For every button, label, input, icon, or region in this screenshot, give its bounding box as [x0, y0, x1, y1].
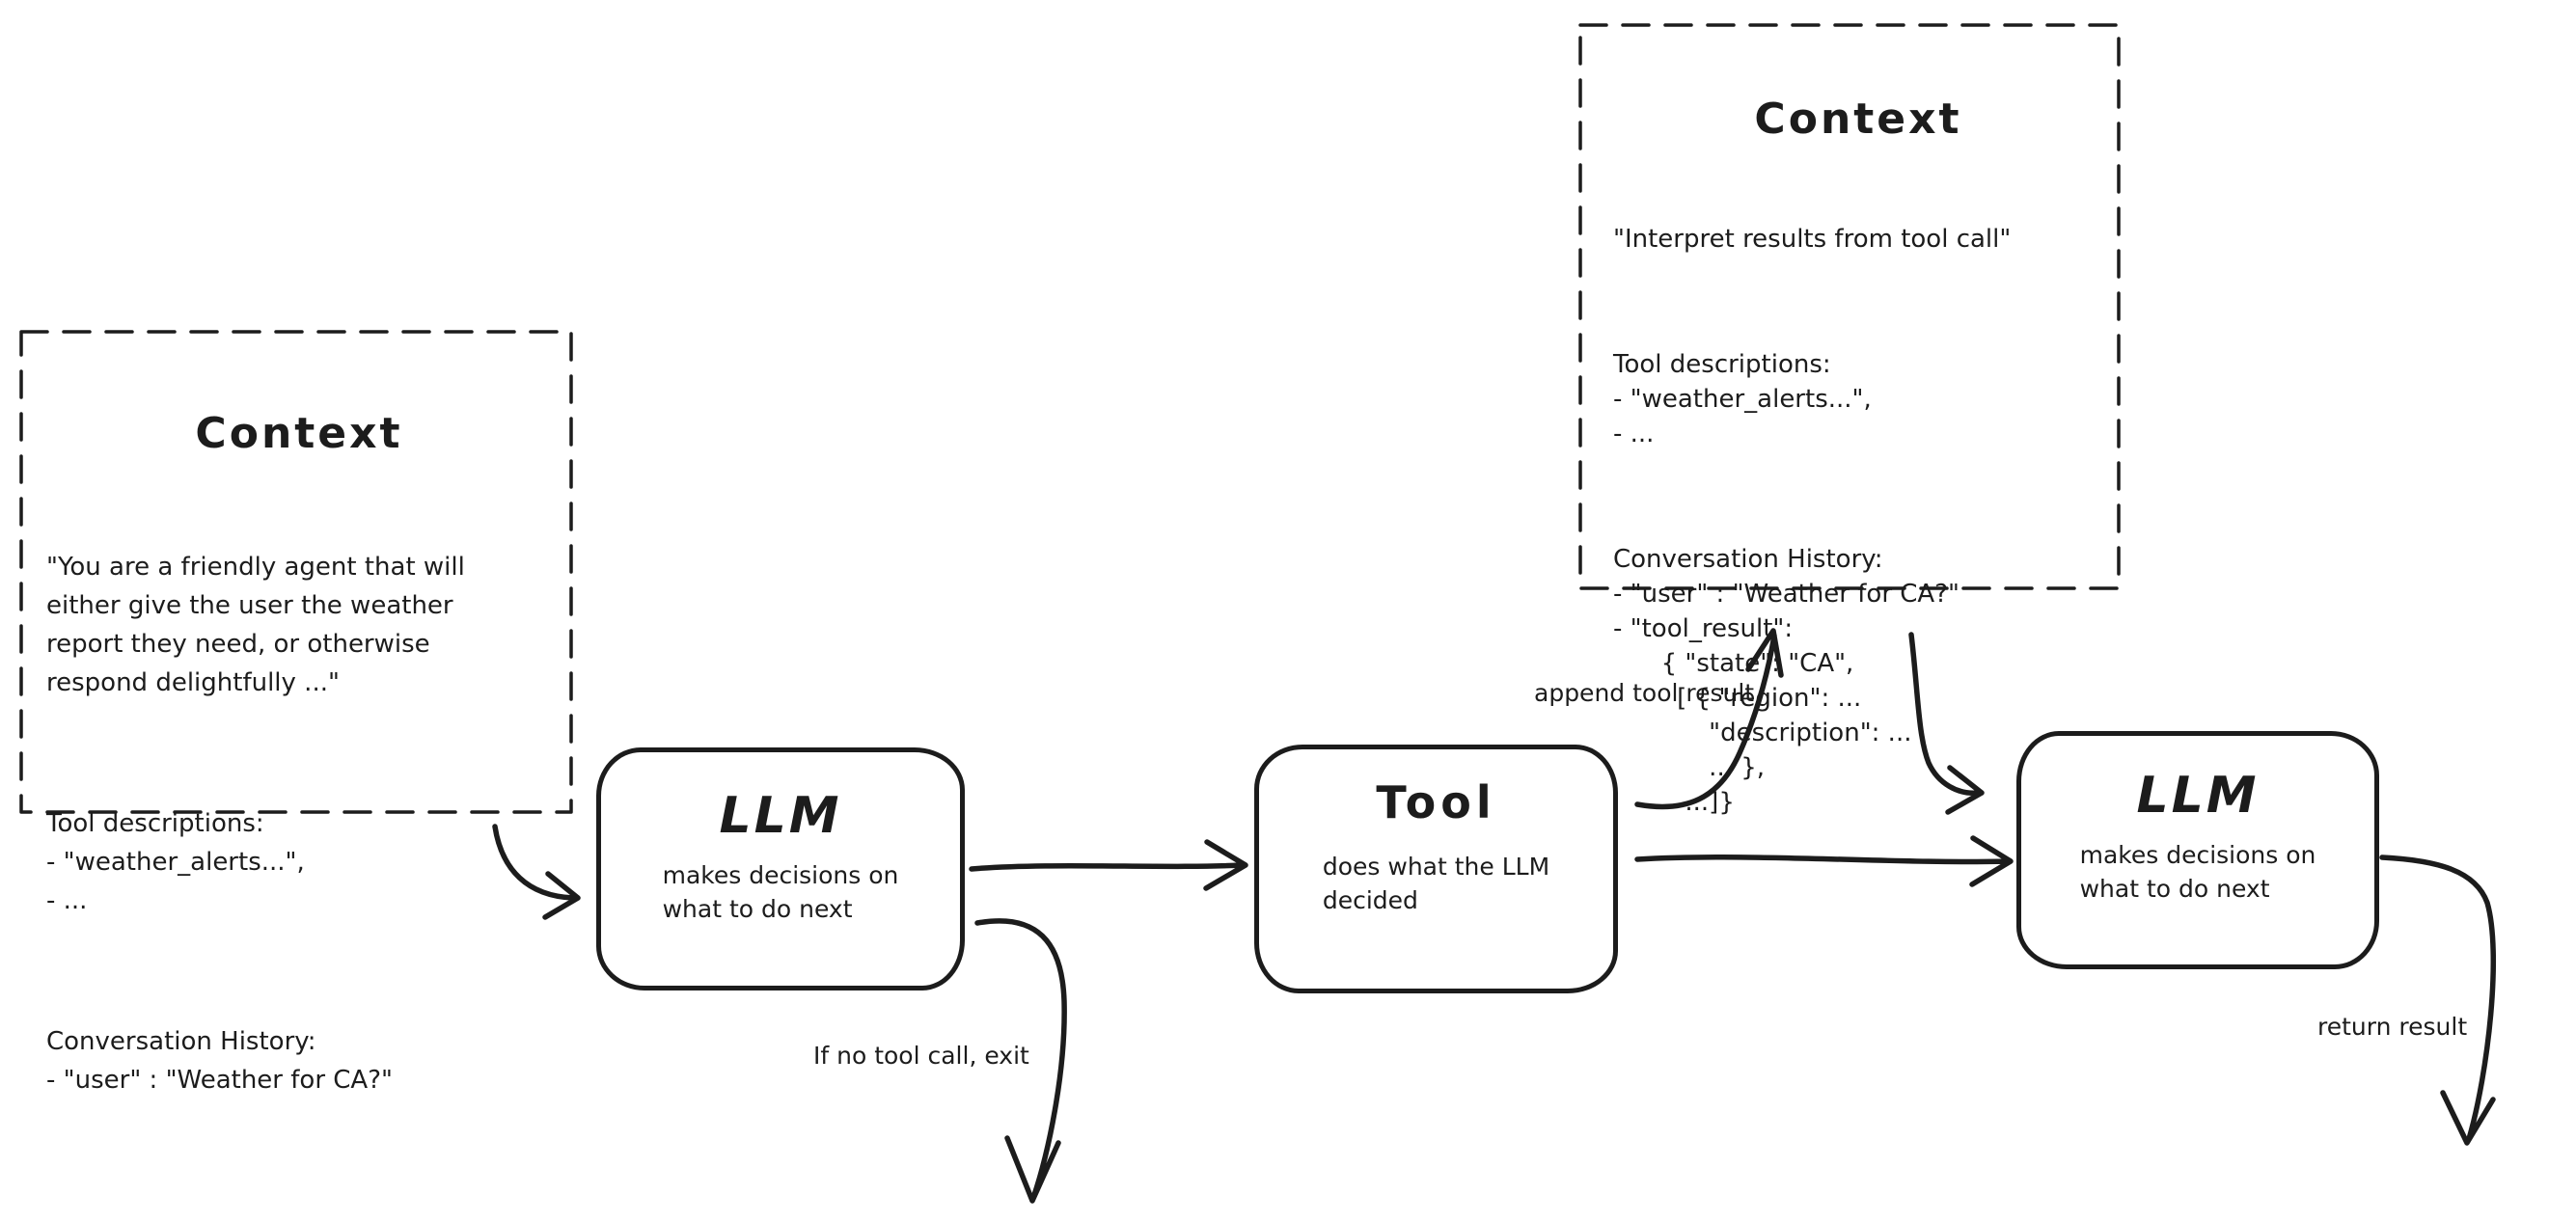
- context-right-dashed-border: [1578, 23, 2121, 590]
- arrow-context-to-llm-2: [1908, 632, 1985, 815]
- arrow-llm-return: [2379, 855, 2497, 1146]
- llm-node-title: LLM: [2136, 767, 2260, 825]
- edge-label-if-no-tool-call-exit: If no tool call, exit: [813, 1042, 1029, 1070]
- system-prompt-text: "Interpret results from tool call": [1613, 225, 2012, 254]
- edge-label-return-result: return result: [2317, 1013, 2468, 1041]
- llm-node-first: LLM makes decisions on what to do next: [596, 747, 965, 990]
- edge-label-append-tool-result: append tool result: [1534, 679, 1755, 707]
- tool-node: Tool does what the LLM decided: [1254, 745, 1618, 993]
- context-box-initial: Context "You are a friendly agent that w…: [19, 330, 573, 1096]
- arrow-context-to-llm: [492, 824, 581, 920]
- arrow-tool-to-context: [1634, 628, 1784, 810]
- llm-node-second: LLM makes decisions on what to do next: [2016, 731, 2379, 969]
- arrow-llm-exit: [974, 918, 1067, 1204]
- llm-node-subtitle: makes decisions on what to do next: [662, 861, 899, 923]
- llm-node-subtitle: makes decisions on what to do next: [2079, 841, 2316, 903]
- arrow-tool-to-llm-2: [1634, 835, 2014, 887]
- llm-node-title: LLM: [719, 787, 842, 845]
- tool-descriptions-text: Tool descriptions: - "weather_alerts..."…: [46, 809, 305, 915]
- tool-node-title: Tool: [1376, 776, 1496, 828]
- conversation-history-text: Conversation History: - "user" : "Weathe…: [46, 1027, 393, 1095]
- conversation-history-text: Conversation History: - "user" : "Weathe…: [1613, 545, 1959, 817]
- context-box-title: Context: [1754, 95, 1962, 144]
- system-prompt-text: "You are a friendly agent that will eith…: [46, 553, 465, 697]
- context-box-after-tool: Context "Interpret results from tool cal…: [1578, 23, 2121, 818]
- context-box-title: Context: [195, 409, 403, 458]
- tool-descriptions-text: Tool descriptions: - "weather_alerts..."…: [1613, 350, 1872, 448]
- context-left-dashed-border: [19, 330, 573, 814]
- tool-node-subtitle: does what the LLM decided: [1322, 853, 1550, 914]
- arrow-llm-to-tool: [969, 839, 1248, 891]
